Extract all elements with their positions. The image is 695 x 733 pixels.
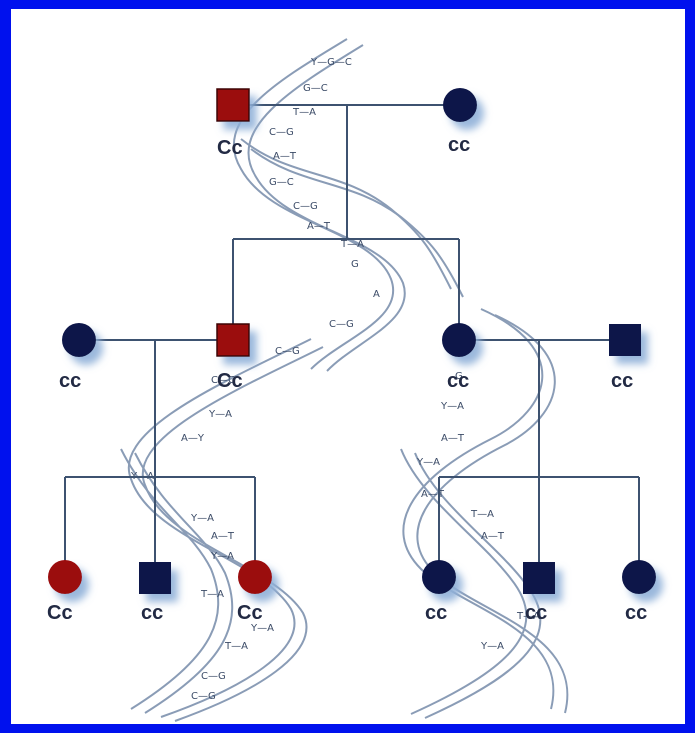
helix-base-pair-label: T—A <box>224 641 248 652</box>
helix-base-pair-label: A—T <box>481 531 505 542</box>
gen2-right-spouse-square-icon <box>609 324 641 356</box>
helix-base-pair-label: Y—A <box>208 409 232 420</box>
helix-base-pair-label: C—G <box>269 127 294 138</box>
gen2-right-spouse-genotype: cc <box>611 370 633 392</box>
helix-base-pair-label: Y—A <box>440 401 464 412</box>
gen2-left-spouse-circle-icon <box>62 323 96 357</box>
gen3-left-female-1-affected-circle-icon <box>48 560 82 594</box>
gen3-right-female-3-circle-icon <box>622 560 656 594</box>
gen3-left-2-genotype: cc <box>141 602 163 624</box>
helix-base-pair-label: Y—A <box>480 641 504 652</box>
pedigree-lines <box>64 104 640 562</box>
helix-strand-11 <box>400 448 528 715</box>
helix-base-pair-label: Y—G—C <box>310 57 352 68</box>
helix-base-pair-label: A—T <box>421 489 445 500</box>
helix-base-pair-label: A—Y <box>181 433 205 444</box>
helix-strand-7 <box>120 448 220 710</box>
helix-strand-2 <box>247 44 406 372</box>
helix-base-pair-label: T—A <box>200 589 224 600</box>
helix-base-pair-label: T—A <box>340 239 364 250</box>
helix-strand-6 <box>141 346 324 722</box>
helix-base-pair-label: Y—A <box>416 457 440 468</box>
helix-base-pair-label: G—C <box>269 177 294 188</box>
dna-double-helix-icon <box>120 38 569 722</box>
gen3-left-male-square-icon <box>139 562 171 594</box>
helix-base-pair-label: T—A <box>292 107 316 118</box>
helix-base-pair-label: Y—A <box>190 513 214 524</box>
gen1-male-affected-square-icon <box>216 88 250 122</box>
gen2-daughter-circle-icon <box>442 323 476 357</box>
helix-base-pair-label: T—A <box>516 611 540 622</box>
gen3-left-3-genotype: Cc <box>237 602 263 624</box>
gen3-right-2-genotype: cc <box>525 602 547 624</box>
helix-base-pair-label: C—G <box>293 201 318 212</box>
helix-strand-4 <box>250 148 464 298</box>
gen2-son-affected-square-icon <box>216 323 250 357</box>
helix-base-pair-label: T—A <box>470 509 494 520</box>
gen2-son-genotype: Cc <box>217 370 243 392</box>
helix-base-pair-label: Y—A <box>250 623 274 634</box>
helix-base-pair-label: A—T <box>273 151 297 162</box>
pedigree-diagram: Y—G—C G—C T—A C—G A—T G—C C—G A—T T—A G A C—G C—G C—G… <box>47 38 656 722</box>
gen1-female-unaffected-circle-icon <box>443 88 477 122</box>
helix-base-pair-label: A—T <box>211 531 235 542</box>
helix-base-pair-label: G <box>455 371 463 382</box>
helix-base-pair-label: A <box>373 289 380 300</box>
pedigree-canvas: Y—G—C G—C T—A C—G A—T G—C C—G A—T T—A G A C—G C—G C—G… <box>11 9 685 724</box>
helix-base-pair-label: G <box>351 259 359 270</box>
gen3-left-female-3-affected-circle-icon <box>238 560 272 594</box>
helix-base-pair-label: C—G <box>275 346 300 357</box>
helix-base-pair-label: Y—A <box>210 551 234 562</box>
helix-base-pair-label: C—G <box>201 671 226 682</box>
helix-strand-5 <box>127 338 312 718</box>
helix-base-pair-label: A—T <box>441 433 465 444</box>
helix-strand-9 <box>402 308 555 710</box>
helix-base-pairs: Y—G—C G—C T—A C—G A—T G—C C—G A—T T—A G A C—G C—G C—G… <box>130 57 540 702</box>
genotype-labels: Cc cc cc Cc cc cc Cc cc Cc cc cc cc <box>47 134 647 624</box>
gen3-right-male-square-icon <box>523 562 555 594</box>
helix-base-pair-label: C—G <box>191 691 216 702</box>
helix-base-pair-label: C—G <box>211 375 236 386</box>
gen3-right-1-genotype: cc <box>425 602 447 624</box>
pedigree-symbols <box>48 88 656 594</box>
helix-base-pair-label: C—G <box>329 319 354 330</box>
gen1-male-genotype: Cc <box>217 137 243 159</box>
helix-strand-8 <box>134 452 234 714</box>
gen3-right-female-1-circle-icon <box>422 560 456 594</box>
gen2-left-spouse-genotype: cc <box>59 370 81 392</box>
gen3-left-1-genotype: Cc <box>47 602 73 624</box>
gen1-female-genotype: cc <box>448 134 470 156</box>
gen3-right-3-genotype: cc <box>625 602 647 624</box>
gen2-daughter-genotype: cc <box>447 370 469 392</box>
helix-base-pair-label: A—T <box>307 221 331 232</box>
helix-base-pair-label: G—C <box>303 83 328 94</box>
helix-strand-3 <box>240 138 452 290</box>
